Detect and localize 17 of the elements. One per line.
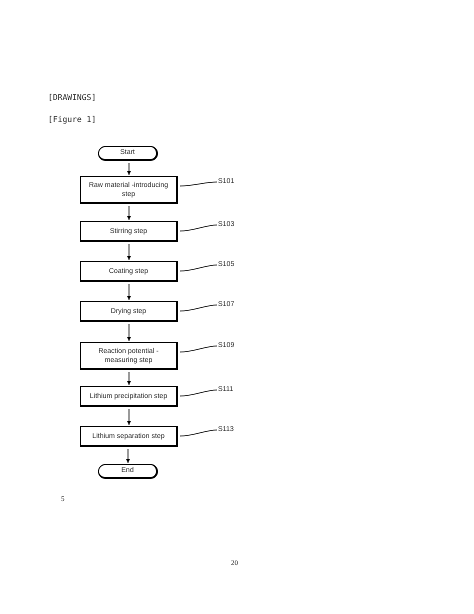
leader-line bbox=[180, 304, 218, 312]
leader-line bbox=[180, 430, 218, 436]
heading: [DRAWINGS] bbox=[48, 92, 96, 104]
leader-line bbox=[180, 346, 218, 352]
arrow bbox=[127, 372, 131, 386]
leader-line bbox=[180, 390, 218, 396]
arrow bbox=[127, 408, 131, 426]
arrow bbox=[127, 284, 131, 300]
arrow bbox=[126, 448, 130, 464]
arrow bbox=[127, 206, 131, 220]
leader-line bbox=[180, 224, 218, 232]
leader-line bbox=[180, 264, 218, 272]
arrow bbox=[127, 162, 131, 176]
leader-line bbox=[180, 182, 218, 186]
arrow bbox=[127, 324, 131, 342]
heading: [Figure 1] bbox=[48, 114, 96, 126]
arrow bbox=[127, 244, 131, 260]
